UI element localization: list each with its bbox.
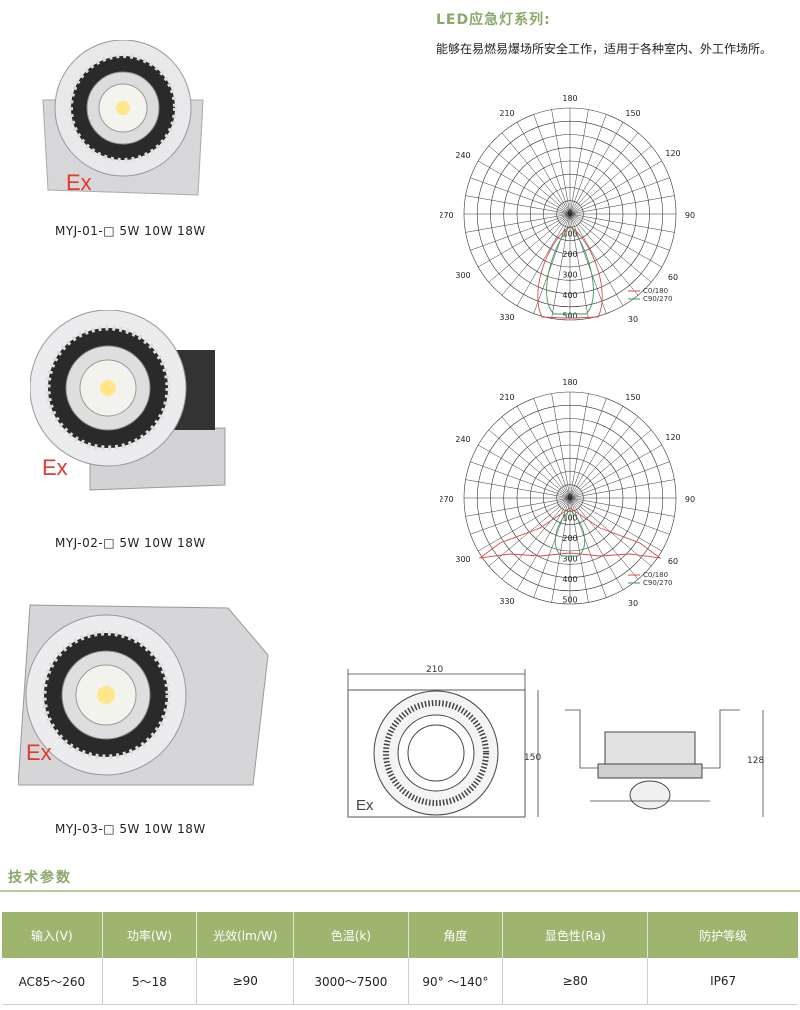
angle-label: 30 [628, 599, 638, 608]
legend-c90: C90/270 [643, 295, 673, 303]
dim-height: 150 [524, 753, 541, 763]
series-description: 能够在易燃易爆场所安全工作，适用于各种室内、外工作场所。 [436, 42, 773, 56]
radial-label: 200 [562, 534, 577, 543]
angle-label: 330 [499, 597, 514, 606]
spec-value: ≥80 [502, 958, 649, 1005]
radial-label: 100 [562, 514, 577, 523]
spec-table-wrap: 输入(V) 功率(W) 光效(lm/W) 色温(k) 角度 显色性(Ra) 防护… [2, 912, 798, 1005]
radial-label: 500 [562, 312, 577, 321]
legend-c0: C0/180 [643, 287, 668, 295]
polar-chart-2: C0/180 C90/270 180 150 120 90 60 30 330 300 270 2… [440, 378, 695, 608]
radial-label: 0 [567, 209, 572, 218]
polar-chart-1: C0/180 C90/270 180 150 120 90 60 30 330 300 270 2… [440, 94, 695, 324]
radial-label: 200 [562, 250, 577, 259]
angle-label: 330 [499, 313, 514, 322]
angle-label: 60 [668, 273, 678, 282]
curve-c0 [537, 225, 603, 319]
product-3: Ex [17, 600, 273, 790]
curve-c90 [554, 509, 586, 557]
spec-header: 防护等级 [647, 912, 798, 958]
radial-label: 100 [562, 230, 577, 239]
angle-label: 270 [440, 495, 454, 504]
curve-c90 [546, 225, 594, 315]
radial-label: 0 [567, 493, 572, 502]
angle-label: 240 [455, 435, 470, 444]
angle-label: 210 [499, 109, 514, 118]
spec-value: 5～18 [102, 958, 198, 1005]
spec-value-row: AC85～260 5～18 ≥90 3000～7500 90° ～140° ≥8… [2, 958, 798, 1005]
angle-label: 90 [685, 495, 695, 504]
angle-label: 300 [455, 271, 470, 280]
angle-label: 150 [625, 393, 640, 402]
legend-c0: C0/180 [643, 571, 668, 579]
curve-c0 [478, 507, 662, 559]
dimension-drawing: 210 Ex 150 128 [347, 665, 764, 818]
product-3-model: MYJ-03-□ 5W 10W 18W [55, 822, 206, 836]
spec-header: 色温(k) [293, 912, 409, 958]
angle-label: 240 [455, 151, 470, 160]
angle-label: 120 [665, 433, 680, 442]
polar-grid [463, 391, 677, 605]
dim-depth: 128 [747, 756, 764, 766]
spec-divider [0, 890, 800, 892]
product-3-image: Ex [17, 604, 269, 786]
ex-mark: Ex [26, 740, 52, 765]
radial-label: 400 [562, 575, 577, 584]
spec-value: 3000～7500 [293, 958, 409, 1005]
ex-mark: Ex [42, 455, 68, 480]
spec-title: 技术参数 [8, 870, 72, 886]
radial-label: 500 [562, 596, 577, 605]
spec-value: 90° ～140° [408, 958, 504, 1005]
ex-mark: Ex [356, 797, 374, 814]
series-title: LED应急灯系列: [436, 12, 551, 28]
product-1-image: Ex [42, 39, 204, 196]
spec-header-row: 输入(V) 功率(W) 光效(lm/W) 色温(k) 角度 显色性(Ra) 防护… [2, 912, 798, 958]
angle-label: 30 [628, 315, 638, 324]
product-2-model: MYJ-02-□ 5W 10W 18W [55, 536, 206, 550]
polar-grid [463, 107, 677, 321]
product-2-image: Ex [29, 309, 226, 491]
spec-header: 显色性(Ra) [502, 912, 649, 958]
spec-header: 输入(V) [2, 912, 103, 958]
angle-label: 180 [562, 378, 577, 387]
angle-label: 300 [455, 555, 470, 564]
ex-mark: Ex [66, 170, 92, 195]
angle-label: 90 [685, 211, 695, 220]
spec-header: 功率(W) [102, 912, 198, 958]
spec-value: IP67 [647, 958, 798, 1005]
legend-c90: C90/270 [643, 579, 673, 587]
spec-table: 输入(V) 功率(W) 光效(lm/W) 色温(k) 角度 显色性(Ra) 防护… [2, 912, 798, 1005]
spec-value: AC85～260 [2, 958, 103, 1005]
angle-label: 210 [499, 393, 514, 402]
angle-label: 150 [625, 109, 640, 118]
product-1: Ex [38, 39, 208, 230]
angle-label: 270 [440, 211, 454, 220]
product-1-model: MYJ-01-□ 5W 10W 18W [55, 224, 206, 238]
radial-label: 300 [562, 555, 577, 564]
angle-label: 120 [665, 149, 680, 158]
spec-header: 角度 [408, 912, 504, 958]
dim-width: 210 [426, 665, 443, 675]
product-2: Ex [29, 309, 230, 510]
angle-label: 60 [668, 557, 678, 566]
angle-label: 180 [562, 94, 577, 103]
spec-header: 光效(lm/W) [196, 912, 295, 958]
spec-value: ≥90 [196, 958, 295, 1005]
radial-label: 400 [562, 291, 577, 300]
radial-label: 300 [562, 271, 577, 280]
